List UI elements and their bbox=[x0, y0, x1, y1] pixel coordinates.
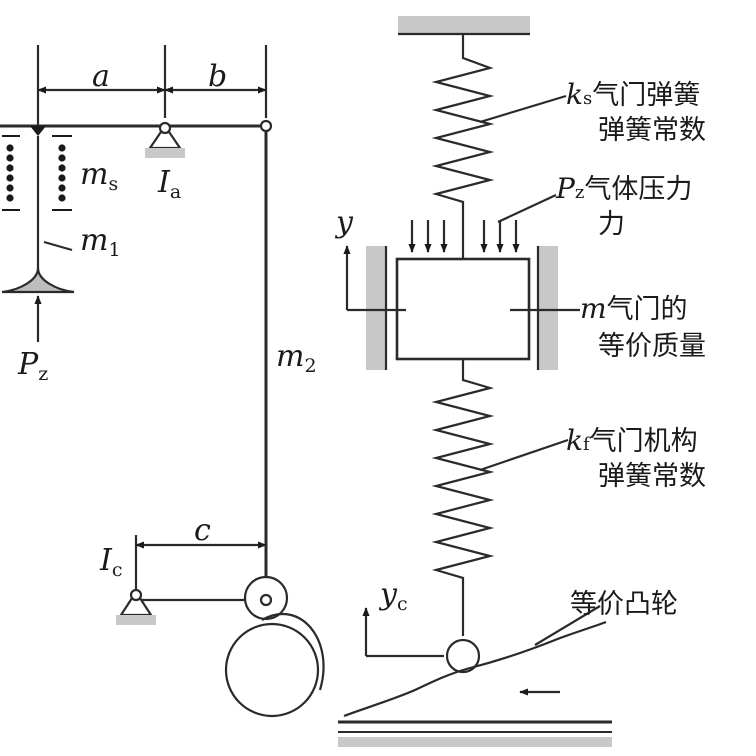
fulcrum-a-label: Ia bbox=[158, 165, 182, 203]
equivalent-cam-profile bbox=[343, 620, 607, 718]
equivalent-mass-label: m气门的 bbox=[580, 292, 688, 325]
gas-force-label: Pz bbox=[18, 347, 49, 385]
base-ground bbox=[338, 737, 612, 747]
valve-spring-ms bbox=[2, 135, 72, 211]
equivalent-cam-label: 等价凸轮 bbox=[570, 589, 678, 620]
top-ground bbox=[398, 16, 530, 34]
rocker-mechanism bbox=[0, 45, 325, 718]
gas-pressure-desc: 力 bbox=[598, 209, 625, 240]
rocker-end-joint bbox=[259, 119, 273, 133]
model-roller bbox=[445, 638, 481, 674]
dimension-b-label: b bbox=[208, 59, 228, 94]
y-axis-label: y bbox=[336, 205, 353, 240]
left-guide bbox=[366, 246, 386, 370]
valve-spring-ks-label: ks气门弹簧 bbox=[566, 78, 701, 111]
equivalent-mass-block bbox=[395, 257, 531, 361]
gas-pressure-arrows bbox=[408, 220, 520, 253]
equivalent-model bbox=[338, 16, 612, 747]
fulcrum-c-label: Ic bbox=[100, 543, 123, 581]
mechanism-spring-kf-label: kf气门机构 bbox=[566, 424, 698, 457]
fulcrum-a-ground bbox=[145, 148, 185, 158]
dimension-c-label: c bbox=[194, 513, 211, 548]
equivalent-mass-desc: 等价质量 bbox=[598, 331, 706, 362]
cam-outline bbox=[224, 622, 320, 718]
mechanism-spring-kf bbox=[431, 359, 495, 636]
valve-head bbox=[1, 267, 75, 294]
yc-axis-label: yc bbox=[380, 577, 408, 615]
valve-mass-label: m1 bbox=[80, 223, 121, 261]
gas-pressure-label: Pz气体压力 bbox=[556, 172, 693, 205]
cam-lobe bbox=[261, 613, 325, 691]
valve-spring-ks-desc: 弹簧常数 bbox=[598, 115, 706, 146]
valve-spring-mass-label: ms bbox=[80, 157, 119, 195]
push-rod-mass-label: m2 bbox=[276, 339, 317, 377]
fulcrum-c-ground bbox=[116, 615, 156, 625]
dimension-a-label: a bbox=[92, 59, 110, 94]
right-guide bbox=[538, 246, 558, 370]
mechanism-spring-kf-desc: 弹簧常数 bbox=[598, 461, 706, 492]
valve-spring-ks bbox=[431, 34, 495, 258]
